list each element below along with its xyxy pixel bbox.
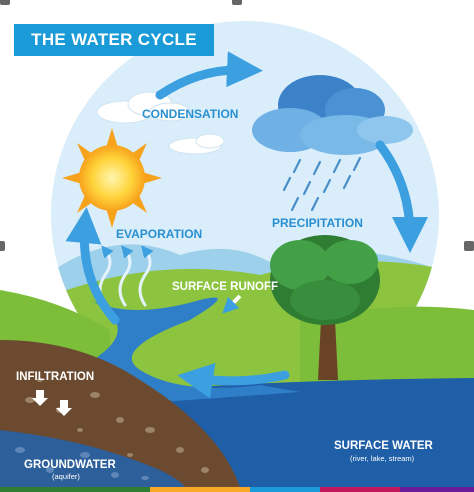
title-banner — [14, 24, 214, 56]
bottom-strip — [0, 487, 474, 492]
sun-icon — [62, 128, 162, 228]
tree-icon — [270, 235, 380, 380]
infiltration-arrows — [32, 390, 72, 416]
resize-handle-top-left[interactable] — [0, 0, 10, 5]
river — [88, 297, 300, 405]
label-groundwater-sub: (aquifer) — [52, 472, 80, 481]
label-condensation: CONDENSATION — [142, 107, 239, 121]
resize-handle-middle-right[interactable] — [464, 241, 474, 251]
white-cloud-icon — [96, 91, 225, 155]
cycle-arrows — [65, 51, 428, 399]
label-surface-runoff: SURFACE RUNOFF — [172, 281, 279, 293]
resize-handle-top-center[interactable] — [232, 0, 242, 5]
runoff-arrow-icon — [222, 294, 242, 314]
label-evaporation: EVAPORATION — [116, 227, 203, 241]
label-groundwater: GROUNDWATER — [24, 459, 116, 471]
aquifer — [0, 430, 185, 487]
label-infiltration: INFILTRATION — [16, 371, 95, 383]
label-surface-water-sub: (river, lake, stream) — [350, 454, 415, 463]
resize-handle-middle-left[interactable] — [0, 241, 5, 251]
aquifer-stones — [15, 447, 149, 480]
diagram-title: THE WATER CYCLE — [31, 30, 197, 49]
label-precipitation: PRECIPITATION — [272, 216, 363, 230]
rain-cloud-icon — [252, 75, 413, 212]
right-meadow — [300, 306, 474, 395]
label-surface-water: SURFACE WATER — [334, 440, 433, 452]
